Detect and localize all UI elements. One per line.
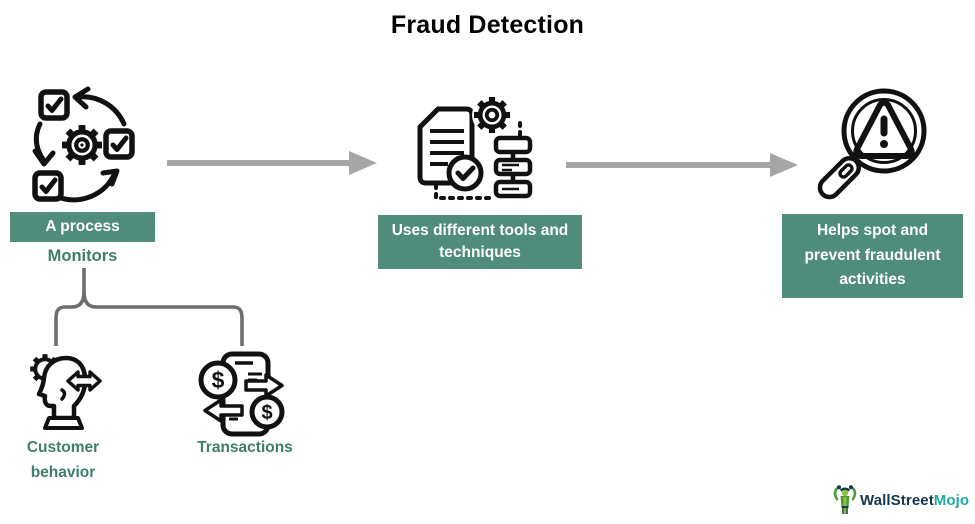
- ear-line: [60, 388, 67, 401]
- svg-text:$: $: [261, 402, 272, 424]
- check-circle-icon: [446, 154, 484, 192]
- dollar-coin-icon: $: [198, 360, 238, 400]
- document-lines: [430, 129, 464, 166]
- step3-badge: Helps spot and prevent fraudulent activi…: [782, 214, 963, 298]
- cycle-arrows-icon: [32, 86, 127, 203]
- process-cycle-icon: [32, 86, 135, 203]
- flow-arrow-icon: [167, 151, 377, 175]
- magnifier-alert-icon: [817, 88, 927, 200]
- arrow-right-icon: [244, 373, 284, 398]
- wallstreetmojo-mascot-icon: [833, 485, 857, 514]
- step1-badge: A process: [10, 212, 155, 242]
- gear-icon: [472, 95, 512, 135]
- list-blocks-icon: [493, 135, 533, 199]
- dashed-connectors: [434, 121, 522, 200]
- wallstreetmojo-logo: WallStreetMojo: [833, 483, 969, 517]
- gear-icon: [62, 125, 102, 165]
- step2-badge: Uses different tools and techniques: [378, 215, 582, 269]
- handle-slot: [838, 163, 854, 179]
- monitors-item-transactions: Transactions: [197, 439, 293, 456]
- transactions-icon: $ $: [198, 351, 285, 437]
- checkbox-icon: [38, 89, 70, 121]
- double-arrow-icon: [66, 370, 102, 392]
- logo-wordmark: WallStreetMojo: [860, 492, 969, 509]
- warning-triangle-icon: [853, 99, 915, 159]
- customer-behavior-icon: [30, 354, 102, 430]
- flow-arrow-icon: [566, 153, 798, 177]
- monitors-heading: Monitors: [47, 247, 118, 265]
- logo-text-wallstreet: WallStreet: [860, 491, 934, 509]
- tools-techniques-icon: [417, 95, 533, 200]
- bust-base: [43, 416, 84, 430]
- page-title: Fraud Detection: [390, 11, 585, 39]
- arrow-left-icon: [203, 398, 244, 423]
- monitors-item-customer-behavior: Customer behavior: [26, 439, 100, 481]
- logo-text-mojo: Mojo: [933, 491, 970, 509]
- svg-text:$: $: [212, 367, 225, 393]
- exclamation-dot: [880, 140, 888, 148]
- checkbox-icon: [32, 170, 64, 202]
- checkbox-icon: [103, 128, 135, 160]
- bracket-connector: [54, 268, 244, 346]
- dollar-coin-icon: $: [249, 394, 285, 430]
